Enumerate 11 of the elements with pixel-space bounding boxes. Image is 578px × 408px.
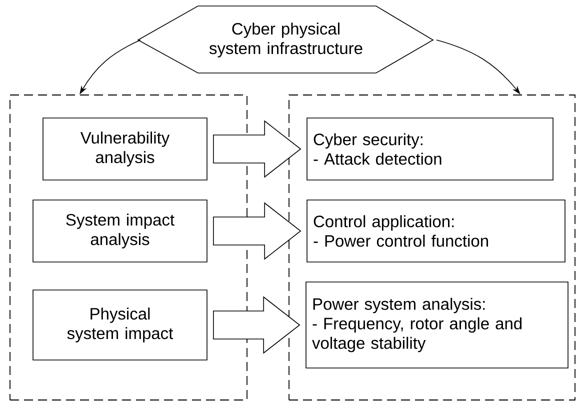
result-box: Power system analysis: - Frequency, rotor angle and voltage stability <box>306 282 568 368</box>
process-box: System impact analysis <box>32 200 208 262</box>
process-box: Physical system impact <box>32 290 208 360</box>
result-box: Control application: - Power control function <box>306 200 566 262</box>
result-box: Cyber security: - Attack detection <box>306 118 554 180</box>
process-box: Vulnerability analysis <box>42 118 208 180</box>
block-arrow <box>213 202 302 260</box>
block-arrow <box>213 120 302 178</box>
block-arrow <box>213 296 300 354</box>
dashed-group-box <box>288 94 576 400</box>
dashed-group-box <box>10 94 248 400</box>
